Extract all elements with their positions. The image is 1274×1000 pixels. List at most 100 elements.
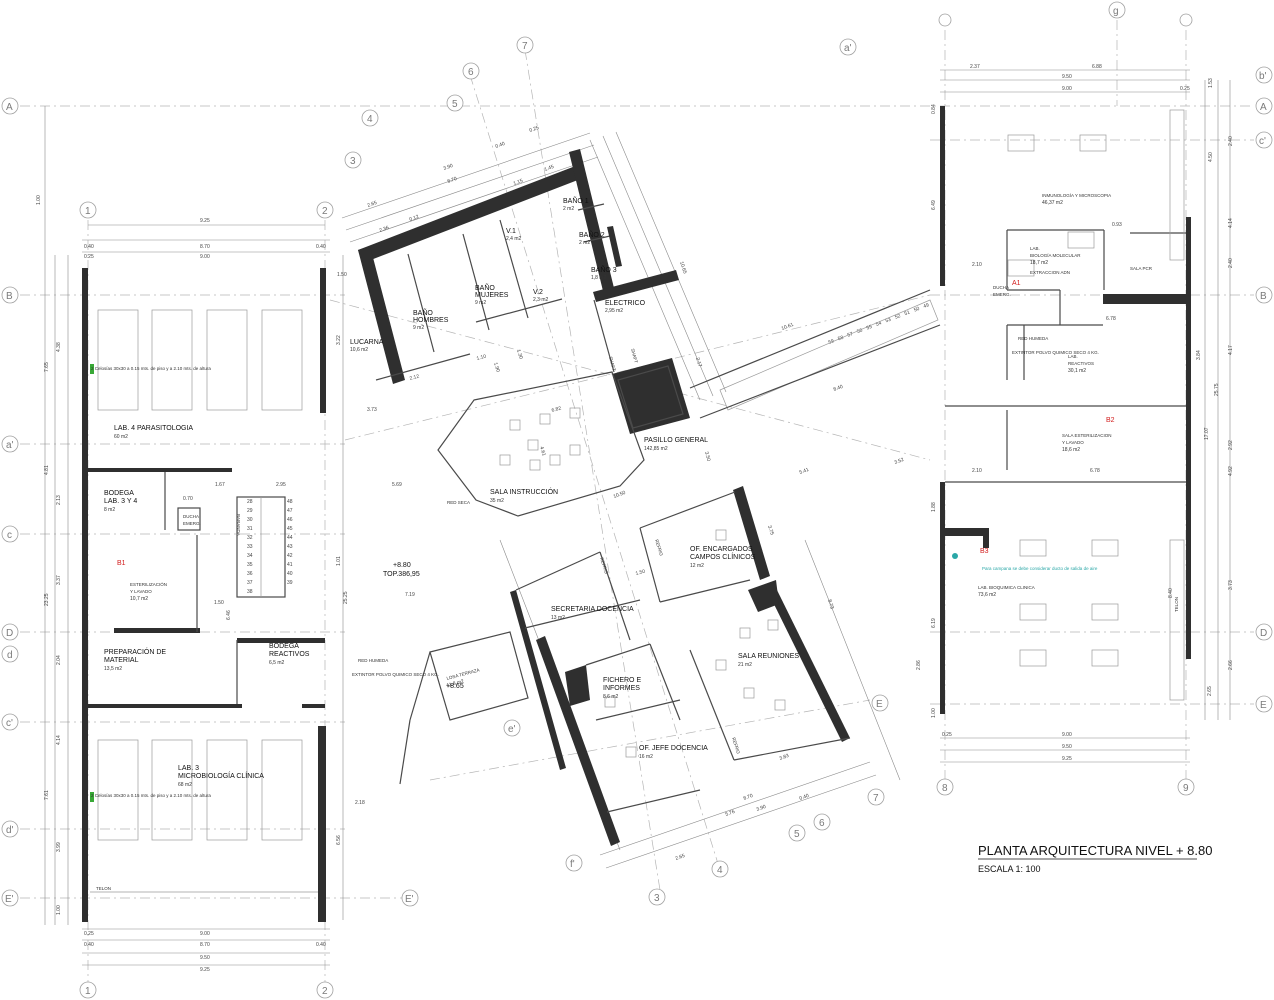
dim-c-1061: 10.61 bbox=[781, 322, 795, 332]
stair-step-number: 57 bbox=[847, 331, 854, 339]
dim-left-150: 1.50 bbox=[337, 272, 347, 278]
dim-c-190: 1.90 bbox=[492, 362, 501, 373]
dim-c-350: 3.50 bbox=[703, 451, 711, 462]
stair-step-number: 45 bbox=[287, 526, 293, 532]
room-of-encargados-line2: CAMPOS CLÍNICOS bbox=[690, 552, 756, 561]
dim-left-inner-8: 3.73 bbox=[367, 407, 377, 413]
note-refri-3: REFRIG bbox=[731, 737, 741, 755]
dim-left-inner-12: 2.18 bbox=[355, 800, 365, 806]
dim-r-1707: 17.07 bbox=[1204, 427, 1210, 440]
dim-r-top-0: 2.37 bbox=[970, 64, 980, 70]
room-pasillo-area: 142,85 m2 bbox=[644, 446, 668, 452]
right-wing bbox=[940, 106, 1191, 714]
dim-left-bot-4: 0.40 bbox=[316, 942, 326, 948]
title-block: PLANTA ARQUITECTURA NIVEL + 8.80 ESCALA … bbox=[978, 843, 1212, 874]
stair-step-number: 48 bbox=[287, 499, 293, 505]
axis-label-E-right: E bbox=[1260, 700, 1267, 711]
dim-left-side-481: 4.81 bbox=[44, 465, 50, 475]
room-lucarna-area: 10,6 m2 bbox=[350, 347, 368, 353]
dim-left-top-5: 9.00 bbox=[200, 254, 210, 260]
room-sala-instruccion-area: 35 m2 bbox=[490, 498, 504, 504]
room-lab3: LAB. 3 bbox=[178, 765, 199, 772]
dim-left-2525: 25.25 bbox=[343, 591, 349, 604]
room-secretaria: SECRETARIA DOCENCIA bbox=[551, 606, 634, 613]
dim-r-619: 6.19 bbox=[931, 618, 937, 628]
left-wing bbox=[82, 268, 326, 922]
dim-left-656: 6.56 bbox=[336, 835, 342, 845]
axis-label-A-right: A bbox=[1260, 102, 1267, 113]
center-dimension-texts: 3.90 0.40 8.70 0.25 2.65 2.36 0.12 1.15 … bbox=[367, 125, 905, 862]
dim-c-873: 8.73 bbox=[826, 599, 835, 610]
axis-label-8: 8 bbox=[942, 783, 948, 794]
room-extraccion-adn: EXTRACCION ADN bbox=[1030, 270, 1070, 275]
room-secretaria-area: 13 m2 bbox=[551, 615, 565, 621]
dim-c-390b: 3.90 bbox=[756, 804, 767, 813]
dim-center-719: 7.19 bbox=[405, 592, 415, 598]
dim-c-217: 2.17 bbox=[694, 357, 703, 368]
ducha-left: DUCHA bbox=[183, 514, 199, 519]
dim-r-153: 1.53 bbox=[1208, 78, 1214, 88]
dim-r-286: 2.86 bbox=[916, 660, 922, 670]
dim-left-bot-3: 8.70 bbox=[200, 942, 210, 948]
room-lab3-line2: MICROBIOLOGÍA CLÍNICA bbox=[178, 771, 264, 780]
room-sala-esterilizacion-line2: Y LAVADO bbox=[1062, 440, 1084, 445]
axis-label-D: D bbox=[6, 628, 13, 639]
stair-step-number: 32 bbox=[247, 535, 253, 541]
dim-left-side-337: 3.37 bbox=[56, 575, 62, 585]
stair-step-number: 42 bbox=[287, 553, 293, 559]
stair-step-number: 46 bbox=[287, 517, 293, 523]
tag-B3: B3 bbox=[980, 548, 989, 555]
dim-r-240b: 2.40 bbox=[1228, 258, 1234, 268]
room-sala-esterilizacion-area: 18,6 m2 bbox=[1062, 447, 1080, 453]
room-losa-terraza-area: 11,8 m2 bbox=[446, 678, 465, 688]
axis-label-f1: f' bbox=[570, 859, 575, 870]
axis-label-e1: e' bbox=[508, 724, 516, 735]
room-lab-reactivos-line2: REACTIVOS bbox=[1068, 361, 1094, 366]
note-extintor-left: EXTINTOR POLVO QUIMICO SECO 4 KG. bbox=[352, 672, 439, 677]
stair-step-number: 36 bbox=[247, 571, 253, 577]
room-esterilizacion-left-line2: Y LAVADO bbox=[130, 589, 152, 594]
dim-r-084: 0.84 bbox=[931, 104, 937, 114]
stair-step-number: 29 bbox=[247, 508, 253, 514]
note-red-humeda-right: RED HUMEDA bbox=[1018, 336, 1048, 341]
axis-label-2-top: 2 bbox=[322, 206, 328, 217]
room-bodega-reactivos: BODEGA bbox=[269, 643, 299, 650]
room-sala-instruccion: SALA INSTRUCCIÓN bbox=[490, 487, 558, 496]
stair-step-number: 51 bbox=[904, 309, 911, 317]
axis-label-c: c bbox=[7, 530, 12, 541]
center-block bbox=[358, 149, 941, 846]
dim-left-top-2: 8.70 bbox=[200, 244, 210, 250]
axis-label-a1-diag: a' bbox=[844, 43, 852, 54]
dim-c-576: 5.76 bbox=[725, 809, 736, 818]
dim-left-side-761: 7.61 bbox=[44, 790, 50, 800]
room-bano1-area: 2 m2 bbox=[563, 206, 574, 212]
note-red-seca: RED SECA bbox=[447, 500, 470, 505]
stair-step-number: 37 bbox=[247, 580, 253, 586]
axis-label-B-right: B bbox=[1260, 291, 1267, 302]
dim-r-265: 2.65 bbox=[1207, 686, 1213, 696]
stair-step-number: 50 bbox=[913, 306, 920, 314]
axis-label-1-top: 1 bbox=[85, 206, 91, 217]
dim-left-322: 1.01 bbox=[336, 556, 342, 566]
dim-r-top-2: 9.50 bbox=[1062, 74, 1072, 80]
room-bano-hombres: BAÑO bbox=[413, 308, 433, 317]
stair-step-number: 34 bbox=[247, 553, 253, 559]
room-preparacion: PREPARACIÓN DE bbox=[104, 647, 166, 656]
room-sala-pcr: SALA PCR bbox=[1130, 266, 1153, 271]
note-refri-2: REFRIG bbox=[599, 557, 609, 575]
room-of-jefe-area: 16 m2 bbox=[639, 754, 653, 760]
note-refri-1: REFRIG bbox=[654, 539, 664, 557]
room-fichero-line2: INFORMES bbox=[603, 685, 640, 692]
dim-left-top-0: 9.25 bbox=[200, 218, 210, 224]
room-bodega-lab34: BODEGA bbox=[104, 490, 134, 497]
dim-left-side-438: 4.38 bbox=[56, 342, 62, 352]
dim-r-2575: 25.75 bbox=[1214, 383, 1220, 396]
axis-label-7-bottom: 7 bbox=[873, 793, 879, 804]
dim-left-bot-6: 9.25 bbox=[200, 967, 210, 973]
dim-left-inner-0: 2.95 bbox=[276, 482, 286, 488]
dim-r-840: 8.40 bbox=[1168, 588, 1174, 598]
room-bano1: BAÑO 1 bbox=[563, 196, 589, 205]
dim-r-188: 1.88 bbox=[931, 502, 937, 512]
